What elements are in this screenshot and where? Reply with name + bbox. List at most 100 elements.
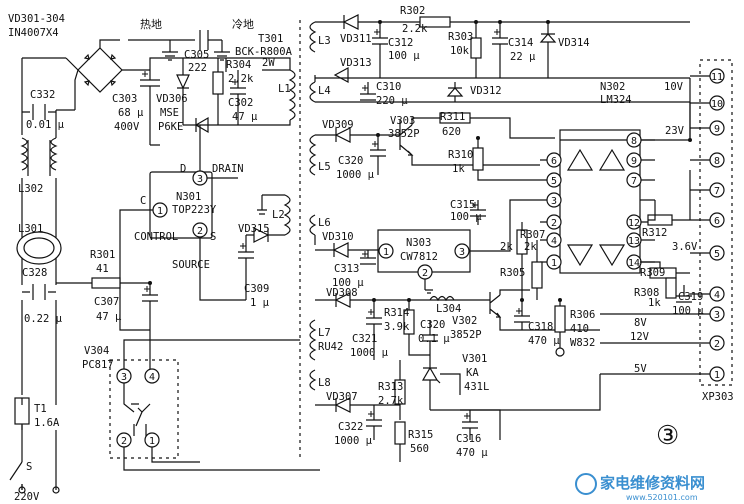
label-8v: 8V — [634, 317, 647, 329]
label-l301: L301 — [18, 223, 43, 235]
label-c303-val2: 400V — [114, 121, 140, 133]
label-l5: L5 — [318, 161, 331, 173]
label-c322: C322 — [338, 421, 363, 433]
label-r301: R301 — [90, 249, 115, 261]
label-c320b: C320 — [420, 319, 445, 331]
label-c313: C313 — [334, 263, 359, 275]
label-c305-val: 222 — [188, 62, 207, 74]
label-c321: C321 — [352, 333, 377, 345]
label-r306-val: 410 — [570, 323, 589, 335]
label-r305: R305 — [500, 267, 525, 279]
label-vd312: VD312 — [470, 85, 502, 97]
label-control: CONTROL — [134, 231, 178, 243]
label-t1-val: 1.6A — [34, 417, 60, 429]
label-c315: C315 — [450, 199, 475, 211]
pin-number: 12 — [628, 218, 640, 229]
label-l1: L1 — [278, 83, 291, 95]
component-labels: VD301-304 IN4007X4 热地 C305 222 冷地 T301 B… — [8, 5, 734, 503]
label-c321-val: 1000 μ — [350, 347, 389, 359]
label-c314: C314 — [508, 37, 533, 49]
label-v301-part1: KA — [466, 367, 479, 379]
label-source: SOURCE — [172, 259, 210, 271]
pin-number: 3 — [714, 310, 720, 321]
label-r314-val: 3.9k — [384, 321, 410, 333]
label-c318-val: 470 μ — [528, 335, 560, 347]
label-v303-part: 3852P — [388, 128, 420, 140]
label-v302-part: 3852P — [450, 329, 482, 341]
label-vd307: VD307 — [326, 391, 358, 403]
label-vd315: VD315 — [238, 223, 270, 235]
pin-number: 1 — [714, 370, 720, 381]
label-r314: R314 — [384, 307, 409, 319]
label-vd313: VD313 — [340, 57, 372, 69]
pin-number: 13 — [628, 236, 640, 247]
primary-side — [9, 20, 320, 494]
label-c315-val: 100 μ — [450, 211, 482, 223]
label-mains: 220V — [14, 491, 40, 503]
pin-number: 10 — [711, 99, 723, 110]
label-c332-val: 0.01 μ — [26, 119, 65, 131]
label-v303: V303 — [390, 115, 415, 127]
pin-number: 6 — [551, 156, 557, 167]
label-r303: R303 — [448, 31, 473, 43]
pin-number: 4 — [149, 372, 155, 383]
pin-number: 7 — [714, 186, 720, 197]
label-vd306: VD306 — [156, 93, 188, 105]
label-c314-val: 22 μ — [510, 51, 536, 63]
pin-number: 11 — [711, 72, 723, 83]
label-23v: 23V — [665, 125, 685, 137]
label-vd301-part: IN4007X4 — [8, 27, 59, 39]
label-vd306-part2: P6KE — [158, 121, 183, 133]
pin-number: 1 — [157, 206, 163, 217]
label-c320b-val: 0.1 μ — [418, 333, 450, 345]
label-v304: V304 — [84, 345, 109, 357]
label-l3: L3 — [318, 35, 331, 47]
label-c307: C307 — [94, 296, 119, 308]
label-l304: L304 — [436, 303, 461, 315]
label-r304: R304 — [226, 59, 251, 71]
label-c320-val: 1000 μ — [336, 169, 375, 181]
label-hot-ground: 热地 — [140, 18, 162, 31]
label-c328: C328 — [22, 267, 47, 279]
label-pin-s: S — [210, 231, 216, 243]
pin-number: 2 — [422, 268, 428, 279]
label-c312: C312 — [388, 37, 413, 49]
pin-number: 3 — [459, 247, 465, 258]
label-5v: 5V — [634, 363, 647, 375]
label-r310: R310 — [448, 149, 473, 161]
label-l7: L7 — [318, 327, 331, 339]
watermark-url: www.520101.com — [626, 493, 698, 502]
label-n303: N303 — [406, 237, 431, 249]
pin-number: 2 — [551, 218, 557, 229]
label-c305: C305 — [184, 49, 209, 61]
label-r311-val: 620 — [442, 126, 461, 138]
label-c318: C318 — [528, 321, 553, 333]
label-r311: R311 — [440, 111, 465, 123]
pin-number: 9 — [631, 156, 637, 167]
label-n301-part: TOP223Y — [172, 204, 217, 216]
label-c319: C319 — [678, 291, 703, 303]
label-c316: C316 — [456, 433, 481, 445]
label-r310-val: 1k — [452, 163, 465, 175]
figure-number: ③ — [656, 421, 679, 451]
label-drain: DRAIN — [212, 163, 244, 175]
label-r307-val: 2k — [524, 241, 537, 253]
label-2w: 2W — [262, 57, 275, 69]
secondary-side — [148, 14, 733, 462]
label-t301-part: BCK-R800A — [235, 46, 293, 58]
label-ru42: RU42 — [318, 341, 343, 353]
label-r304-val: 2.2k — [228, 73, 254, 85]
label-l2: L2 — [272, 209, 285, 221]
label-c320: C320 — [338, 155, 363, 167]
label-c310: C310 — [376, 81, 401, 93]
label-c302-val: 47 μ — [232, 111, 258, 123]
label-c322-val: 1000 μ — [334, 435, 373, 447]
label-l4: L4 — [318, 85, 331, 97]
pin-number: 9 — [714, 124, 720, 135]
label-cold-ground: 冷地 — [232, 18, 254, 31]
pin-number: 5 — [714, 249, 720, 260]
label-pin-d: D — [180, 163, 186, 175]
label-l6: L6 — [318, 217, 331, 229]
label-t1: T1 — [34, 403, 47, 415]
pin-number: 4 — [551, 236, 557, 247]
